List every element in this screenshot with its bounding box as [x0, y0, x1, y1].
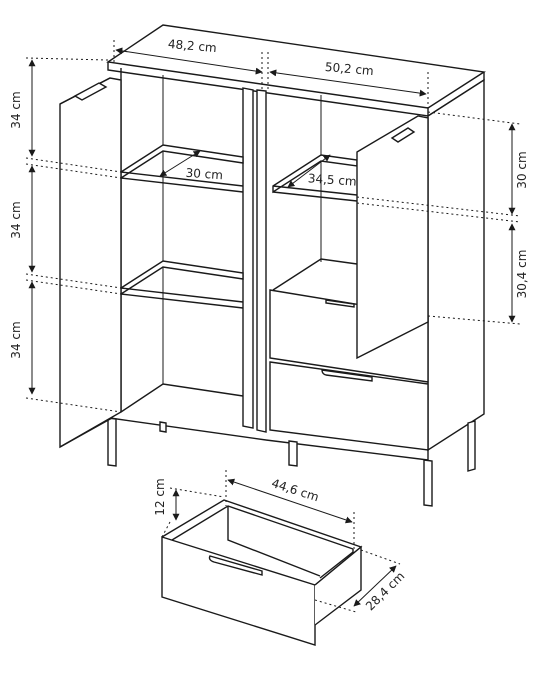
left-lower-shelf — [120, 260, 244, 296]
dimension-lines — [25, 40, 521, 413]
leg-front-left — [107, 417, 117, 467]
drawer-detail-handle — [208, 555, 263, 576]
dim-right-shelf-depth: 34,5 cm — [307, 171, 357, 188]
dim-drawer-width: 44,6 cm — [270, 476, 321, 504]
drawer-detail-front — [161, 536, 316, 646]
dim-right-height-lower: 30,4 cm — [515, 250, 529, 299]
leg-back-right — [467, 420, 476, 472]
dim-top-left-width: 48,2 cm — [167, 37, 217, 55]
lower-drawer-handle — [321, 369, 373, 382]
drawer-detail — [161, 470, 401, 646]
dim-right-height-upper: 30 cm — [515, 151, 529, 188]
leg-back-left — [159, 421, 167, 433]
leg-middle — [288, 440, 298, 467]
cabinet-top — [106, 24, 486, 109]
left-door — [59, 77, 122, 449]
left-upper-shelf — [120, 144, 244, 180]
leg-front-right — [423, 459, 433, 507]
dim-left-height-top: 34 cm — [9, 91, 23, 128]
cabinet-right-side — [427, 78, 485, 452]
dim-left-height-middle: 34 cm — [9, 201, 23, 238]
left-door-handle — [73, 82, 108, 101]
dim-top-right-width: 50,2 cm — [324, 60, 374, 78]
right-door-handle — [390, 127, 416, 143]
dim-left-shelf-depth: 30 cm — [185, 166, 223, 183]
dim-drawer-height: 12 cm — [153, 478, 167, 515]
right-door — [356, 115, 429, 360]
dim-left-height-bottom: 34 cm — [9, 321, 23, 358]
lower-drawer-front — [269, 361, 429, 451]
center-divider — [242, 87, 254, 429]
upper-drawer-handle — [325, 299, 355, 308]
